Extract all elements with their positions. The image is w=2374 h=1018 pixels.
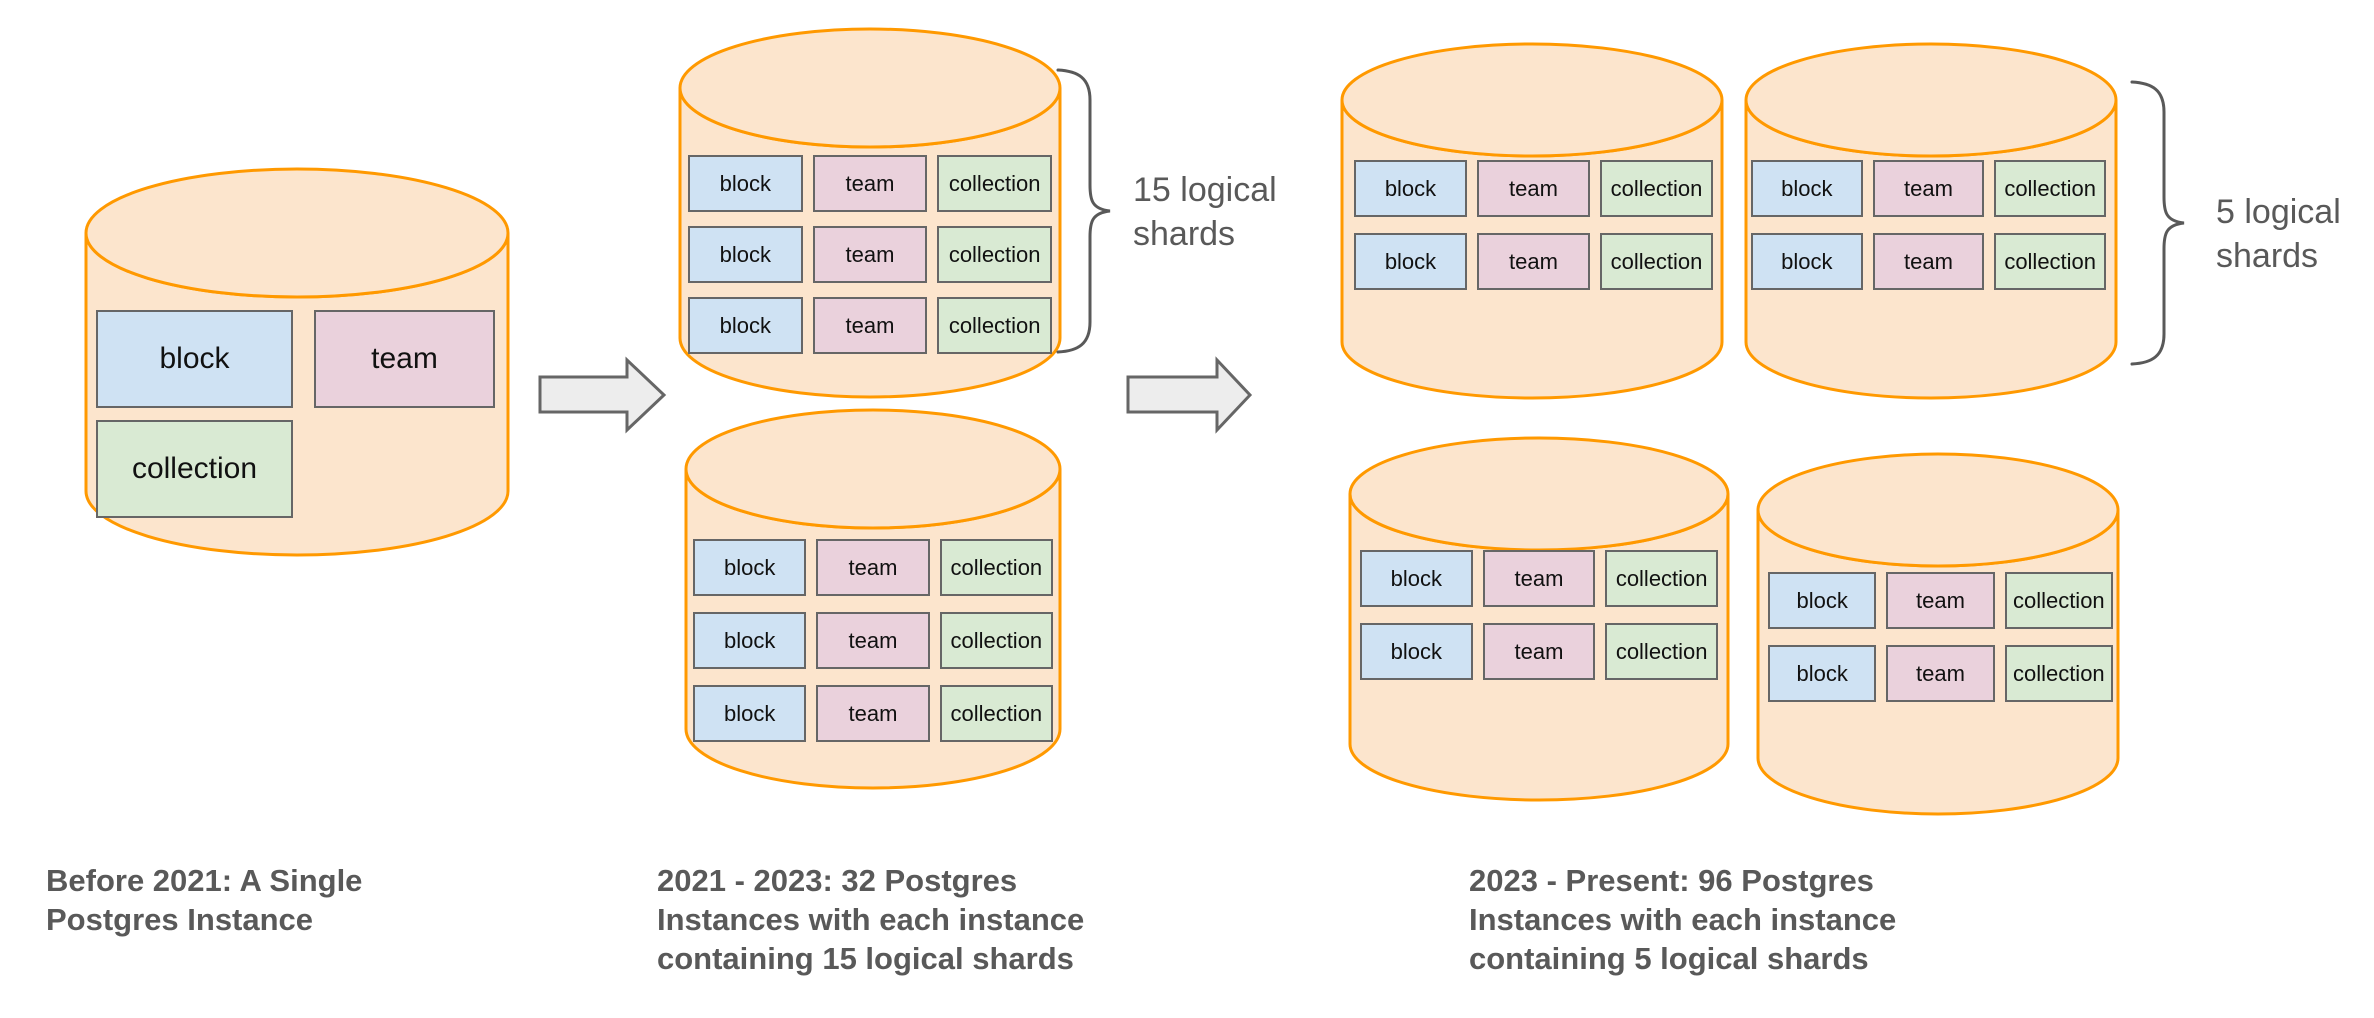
table-box-collection: collection	[937, 155, 1053, 212]
table-box-team: team	[1477, 233, 1590, 290]
caption-line: Instances with each instance	[1469, 902, 1897, 937]
table-box-collection: collection	[939, 685, 1053, 742]
table-box-team: team	[1477, 160, 1590, 217]
table-box-collection: collection	[939, 612, 1053, 669]
caption-stage1: Before 2021: A Single Postgres Instance	[46, 861, 362, 939]
shard-count-label-line: 15 logical	[1133, 171, 1277, 209]
curly-brace-15-shards	[1056, 68, 1111, 354]
shard-count-label-line: shards	[2216, 237, 2319, 275]
caption-line: containing 5 logical shards	[1469, 941, 1869, 976]
caption-stage3: 2023 - Present: 96 Postgres Instances wi…	[1469, 861, 1896, 978]
table-box-collection: collection	[96, 420, 293, 518]
table-box-block: block	[688, 297, 803, 354]
postgres-instance-cylinder-stage1: block team collection	[84, 167, 510, 557]
table-box-collection: collection	[939, 539, 1053, 596]
migration-arrow-icon-2	[1126, 356, 1253, 434]
table-box-block: block	[688, 155, 803, 212]
shard-count-label-15: 15 logical shards	[1133, 168, 1277, 256]
caption-line: Before 2021: A Single	[46, 863, 363, 898]
table-box-collection: collection	[937, 226, 1053, 283]
caption-line: Instances with each instance	[657, 902, 1085, 937]
table-box-team: team	[1872, 233, 1985, 290]
table-box-block: block	[1751, 233, 1863, 290]
table-box-block: block	[693, 612, 807, 669]
table-box-block: block	[1768, 572, 1877, 629]
table-box-block: block	[1768, 645, 1877, 702]
table-box-collection: collection	[1605, 623, 1719, 680]
table-box-team: team	[1482, 550, 1596, 607]
table-box-team: team	[1482, 623, 1596, 680]
table-box-collection: collection	[937, 297, 1053, 354]
table-box-team: team	[1886, 645, 1995, 702]
caption-stage2: 2021 - 2023: 32 Postgres Instances with …	[657, 861, 1084, 978]
table-box-block: block	[1354, 160, 1467, 217]
table-box-team: team	[816, 612, 930, 669]
migration-arrow-icon-1	[538, 356, 667, 434]
curly-brace-5-shards	[2130, 80, 2185, 366]
table-box-block: block	[1360, 623, 1473, 680]
shard-count-label-line: shards	[1133, 215, 1236, 253]
table-box-block: block	[1354, 233, 1467, 290]
table-box-block: block	[693, 685, 807, 742]
table-box-block: block	[1751, 160, 1863, 217]
caption-line: Postgres Instance	[46, 902, 314, 937]
caption-line: containing 15 logical shards	[657, 941, 1074, 976]
table-box-collection: collection	[1994, 160, 2107, 217]
table-box-team: team	[314, 310, 495, 408]
table-box-collection: collection	[1605, 550, 1719, 607]
caption-line: 2021 - 2023: 32 Postgres	[657, 863, 1018, 898]
table-box-team: team	[1886, 572, 1995, 629]
table-box-block: block	[693, 539, 807, 596]
table-box-collection: collection	[1600, 233, 1713, 290]
caption-line: 2023 - Present: 96 Postgres	[1469, 863, 1874, 898]
table-box-collection: collection	[1994, 233, 2107, 290]
table-box-collection: collection	[1600, 160, 1713, 217]
table-box-block: block	[688, 226, 803, 283]
table-box-team: team	[816, 685, 930, 742]
table-box-team: team	[1872, 160, 1985, 217]
shard-count-label-5: 5 logical shards	[2216, 190, 2341, 278]
table-box-collection: collection	[2004, 645, 2113, 702]
table-box-team: team	[816, 539, 930, 596]
table-box-team: team	[812, 297, 928, 354]
table-box-collection: collection	[2004, 572, 2113, 629]
shard-count-label-line: 5 logical	[2216, 193, 2341, 231]
table-box-team: team	[812, 155, 928, 212]
table-box-block: block	[96, 310, 293, 408]
table-box-team: team	[812, 226, 928, 283]
table-box-block: block	[1360, 550, 1473, 607]
